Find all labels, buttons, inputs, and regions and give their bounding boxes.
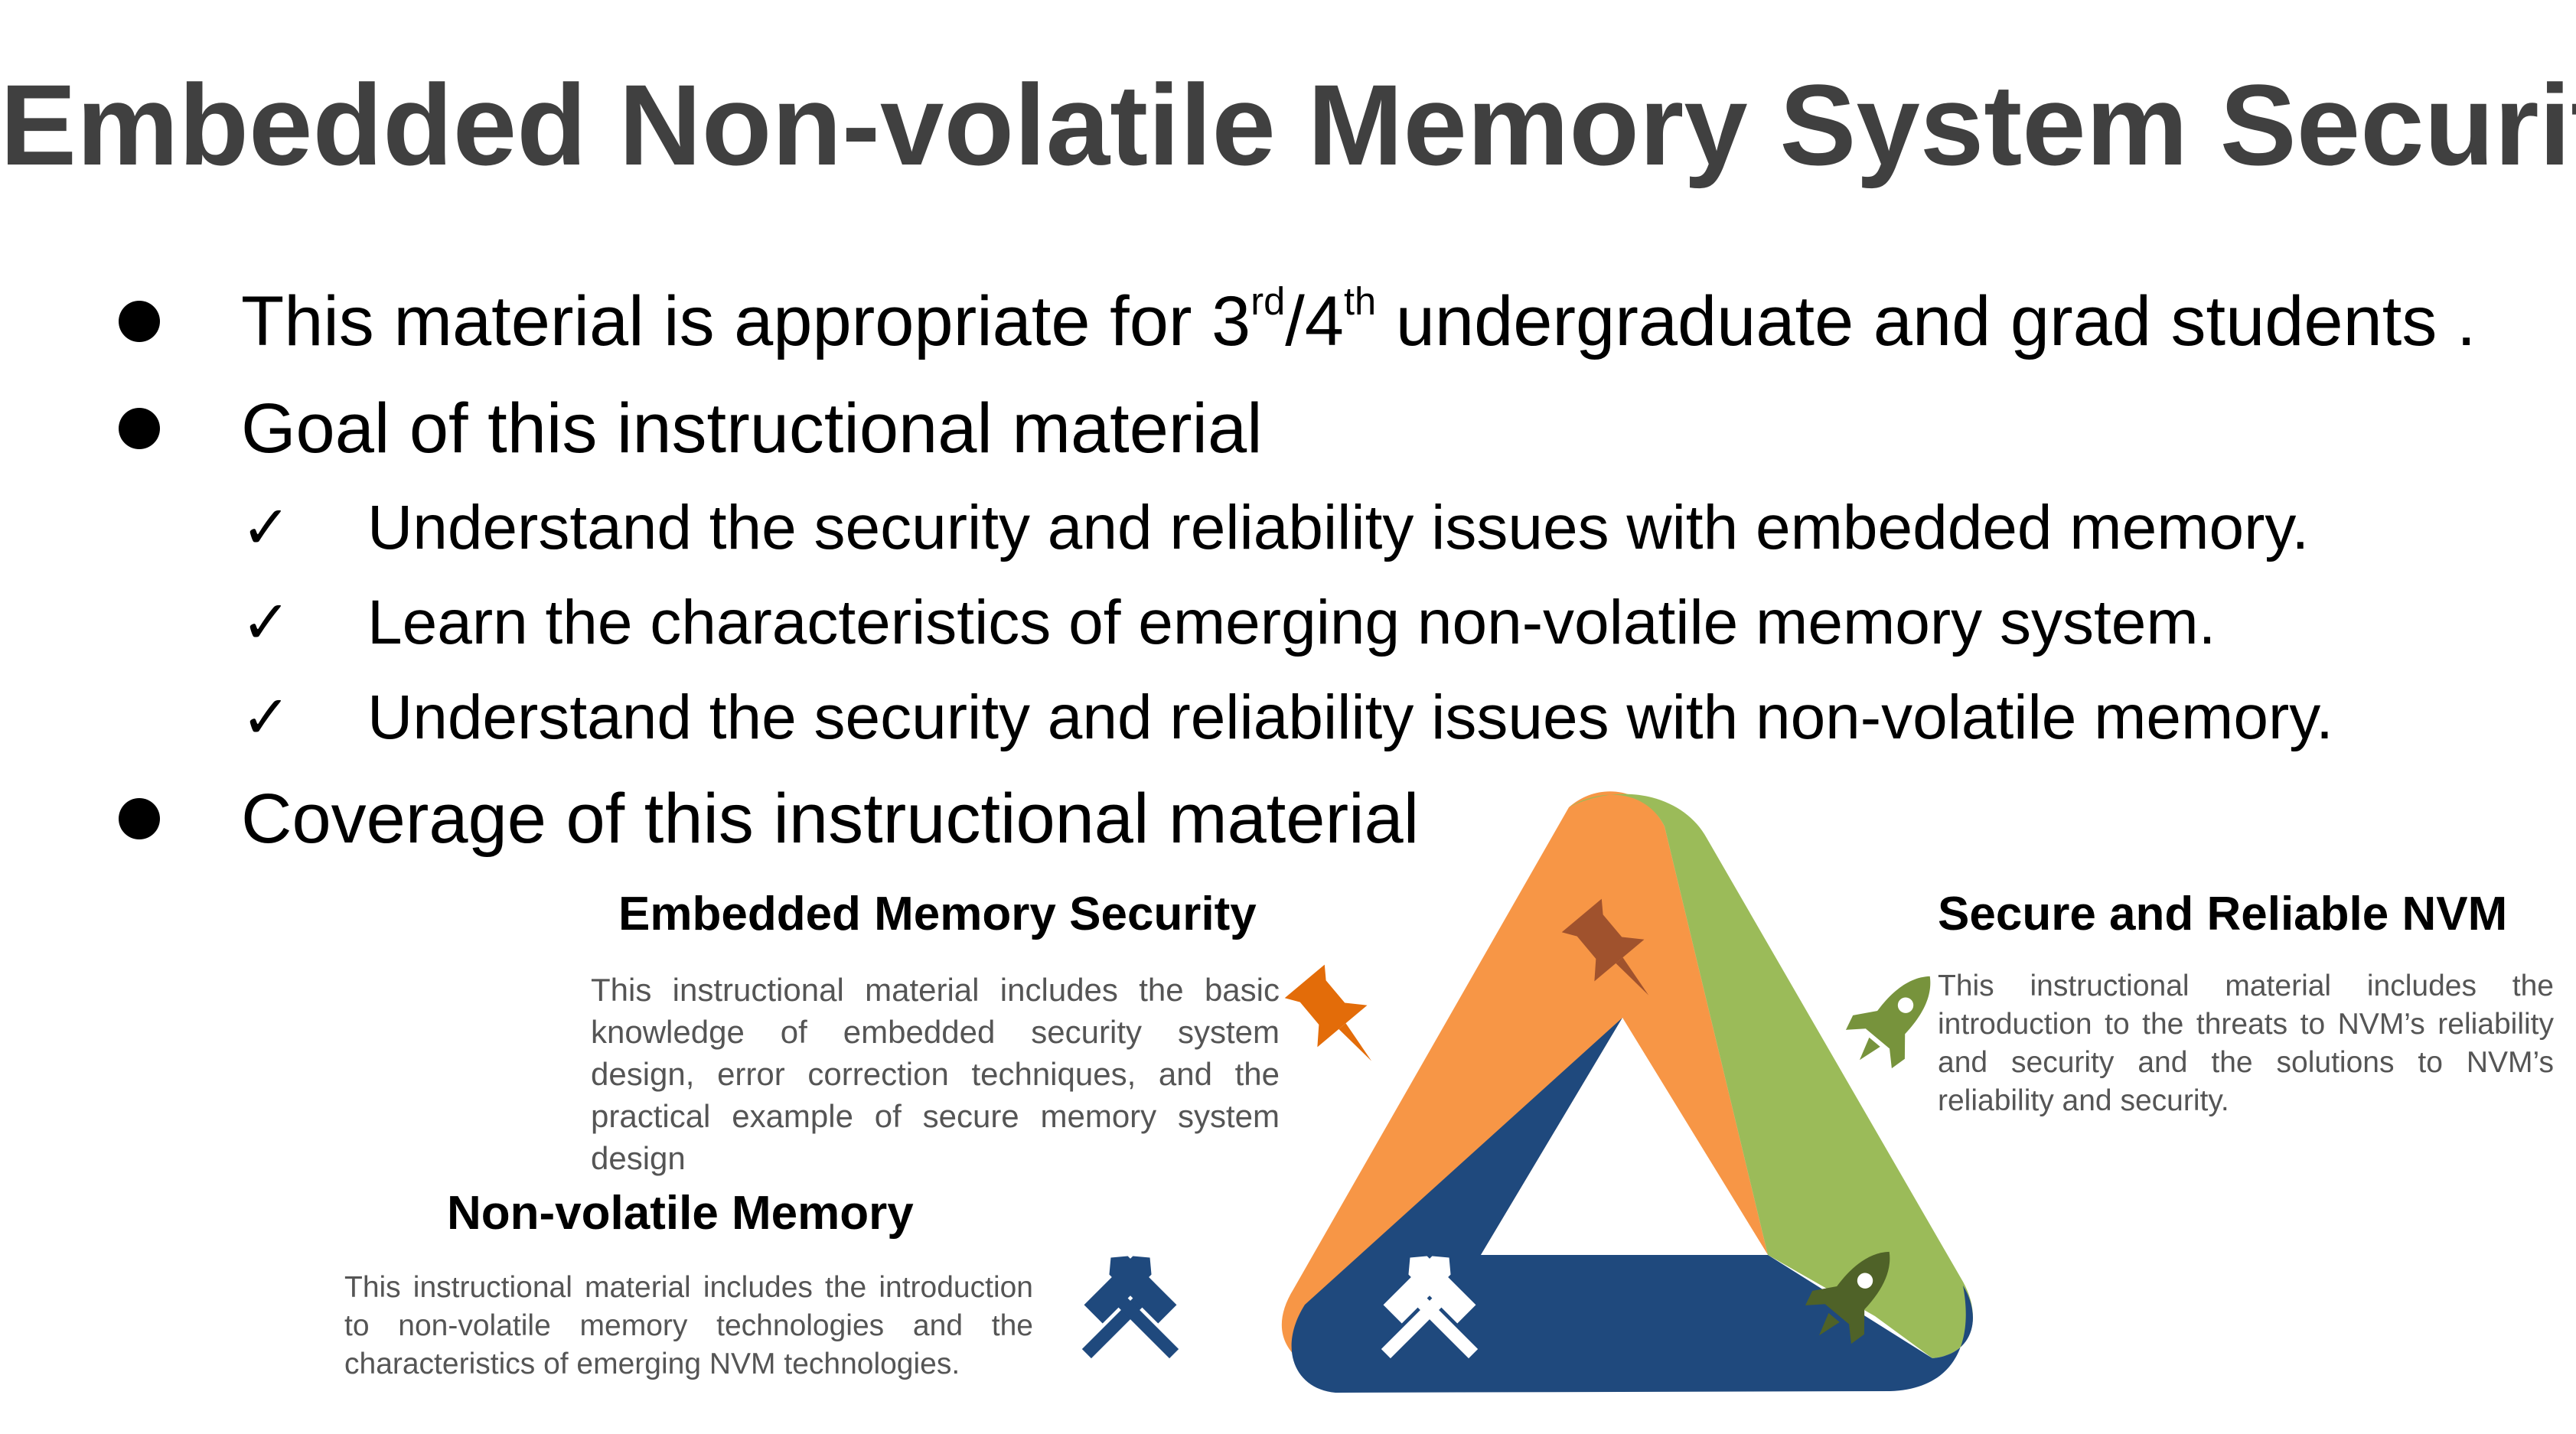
- rocket-icon: [1834, 954, 1956, 1082]
- triangle-band-nvm-secure: [1481, 794, 1973, 1358]
- slide-title: Embedded Non-volatile Memory System Secu…: [0, 60, 2576, 189]
- goal-item: ✓ Learn the characteristics of emerging …: [241, 585, 2216, 661]
- goal-item: ✓ Understand the security and reliabilit…: [241, 490, 2310, 566]
- crossed-hammers-icon: [1050, 1248, 1211, 1374]
- bullet-audience-text-mid: /4: [1285, 282, 1344, 360]
- coverage-text-embedded: This instructional material includes the…: [591, 972, 1280, 1176]
- goal-item-text: Understand the security and reliability …: [367, 683, 2333, 752]
- bullet-goal: Goal of this instructional material: [119, 386, 1263, 471]
- coverage-text-nvm-secure: This instructional material includes the…: [1938, 970, 2554, 1117]
- bullet-dot: [119, 798, 160, 839]
- coverage-heading-embedded: Embedded Memory Security: [618, 888, 1257, 940]
- pushpin-icon: [1280, 960, 1397, 1082]
- bullet-dot: [119, 301, 160, 342]
- bullet-audience-text-pre: This material is appropriate for 3: [241, 282, 1251, 360]
- ordinal-th: th: [1343, 279, 1377, 323]
- goal-item: ✓ Understand the security and reliabilit…: [241, 680, 2333, 756]
- bullet-audience: This material is appropriate for 3rd/4th…: [119, 279, 2477, 374]
- coverage-heading-nvm-secure: Secure and Reliable NVM: [1938, 888, 2508, 940]
- bullet-goal-text: Goal of this instructional material: [241, 389, 1263, 468]
- bullet-coverage-text: Coverage of this instructional material: [241, 780, 1420, 858]
- checkmark-icon: ✓: [241, 683, 292, 752]
- checkmark-icon: ✓: [241, 494, 292, 562]
- coverage-heading-nvm: Non-volatile Memory: [447, 1187, 914, 1240]
- goal-item-text: Understand the security and reliability …: [367, 493, 2310, 562]
- checkmark-icon: ✓: [241, 588, 292, 657]
- ordinal-rd: rd: [1251, 279, 1286, 323]
- triangle-center: [1481, 1018, 1768, 1255]
- bullet-dot: [119, 408, 160, 449]
- coverage-text-nvm: This instructional material includes the…: [344, 1271, 1033, 1380]
- bullet-audience-text-post: undergraduate and grad students .: [1376, 282, 2477, 360]
- bullet-coverage: Coverage of this instructional material: [119, 777, 1420, 861]
- goal-item-text: Learn the characteristics of emerging no…: [367, 588, 2216, 657]
